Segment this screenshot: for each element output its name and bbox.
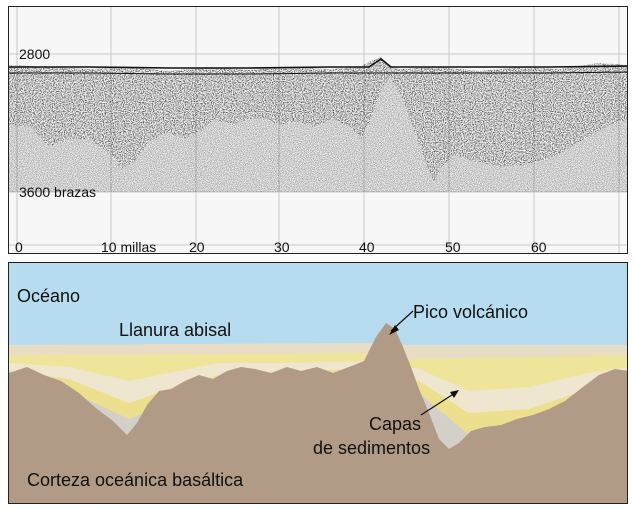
distance-tick-label: 10 millas — [101, 239, 157, 254]
label-pointers — [389, 310, 459, 416]
cross-section-diagram — [9, 323, 627, 503]
distance-tick-label: 50 — [445, 239, 461, 254]
seafloor-cross-section-panel: Océano Llanura abisal Pico volcánico Cap… — [8, 262, 628, 504]
basaltic-crust — [9, 323, 627, 503]
distance-tick-label: 30 — [274, 239, 290, 254]
distance-tick-label: 20 — [189, 239, 205, 254]
distance-tick-label: 40 — [359, 239, 375, 254]
sonar-profile-image — [9, 7, 627, 253]
basaltic-crust-label: Corteza oceánica basáltica — [27, 470, 244, 490]
distance-tick-label: 0 — [15, 239, 23, 254]
sediment-layers-label-line1: Capas — [369, 414, 422, 434]
sediment-layers-label-line2: de sedimentos — [313, 438, 431, 458]
distance-tick-label: 60 — [531, 239, 547, 254]
volcanic-peak-label: Pico volcánico — [413, 302, 529, 322]
depth-bottom-label: 3600 brazas — [19, 184, 97, 200]
depth-top-label: 2800 — [19, 46, 51, 62]
sonar-reflection-band — [9, 57, 627, 182]
ocean-label: Océano — [17, 286, 81, 306]
sonar-surface-lines — [9, 58, 627, 75]
sonar-sub-bottom-noise — [9, 77, 627, 192]
sonar-profile-panel: 2800 3600 brazas 0 10 millas 20 30 40 50… — [8, 6, 628, 254]
abyssal-plain-label: Llanura abisal — [119, 320, 232, 340]
